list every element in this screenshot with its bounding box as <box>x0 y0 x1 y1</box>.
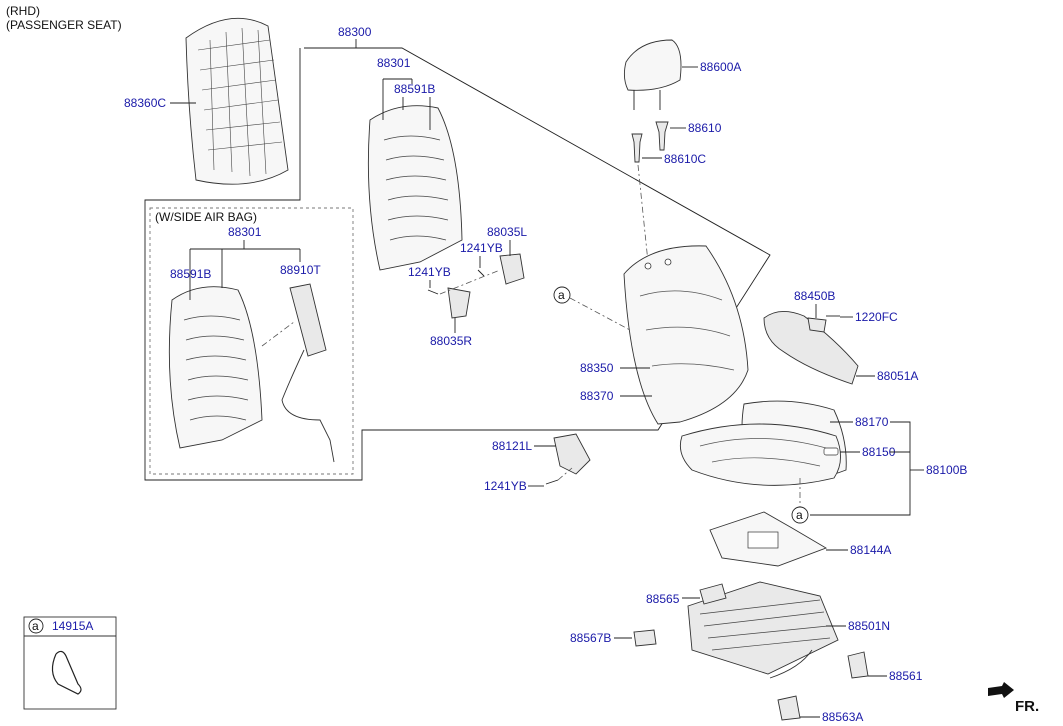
label-88567b[interactable]: 88567B <box>570 631 611 645</box>
clip-88450b <box>807 317 827 333</box>
callout-legend-box <box>23 616 117 710</box>
airbag-box-title: (W/SIDE AIR BAG) <box>155 210 257 224</box>
track-cover-88561 <box>847 651 869 679</box>
label-88035r[interactable]: 88035R <box>430 334 472 348</box>
label-88301-top[interactable]: 88301 <box>377 56 411 70</box>
label-88350[interactable]: 88350 <box>580 361 614 375</box>
label-88561[interactable]: 88561 <box>889 669 923 683</box>
label-88450b[interactable]: 88450B <box>794 289 835 303</box>
cushion-pad-88144a <box>709 511 828 567</box>
assembly-line-airbag <box>261 321 295 347</box>
bracket-88100b <box>810 421 911 516</box>
bolt-1241yb-a <box>477 269 485 277</box>
headrest-guide-88610c <box>631 133 643 163</box>
label-1220fc[interactable]: 1220FC <box>855 310 898 324</box>
track-cover-88567b <box>633 629 657 647</box>
header-rhd: (RHD) <box>6 4 40 18</box>
trim-cover-88121l <box>553 433 591 475</box>
seatback-cover-88350 <box>623 245 749 425</box>
label-88300[interactable]: 88300 <box>338 25 372 39</box>
label-88563a[interactable]: 88563A <box>822 710 863 724</box>
seatback-frame-88301 <box>367 105 463 271</box>
seatback-frame-88301-airbag <box>168 286 263 449</box>
label-88170[interactable]: 88170 <box>855 415 889 429</box>
label-88591b-top[interactable]: 88591B <box>394 82 435 96</box>
front-direction-label: FR. <box>1015 698 1039 715</box>
label-88565[interactable]: 88565 <box>646 592 680 606</box>
label-88035l[interactable]: 88035L <box>487 225 527 239</box>
label-88100b[interactable]: 88100B <box>926 463 967 477</box>
seat-cushion-pad-88150 <box>679 423 841 486</box>
label-88144a[interactable]: 88144A <box>850 543 891 557</box>
front-direction-arrow-icon <box>988 682 1014 698</box>
callout-a-leader-upper <box>569 297 631 331</box>
label-88051a[interactable]: 88051A <box>877 369 918 383</box>
label-88301-box[interactable]: 88301 <box>228 225 262 239</box>
track-cover-88565 <box>699 583 727 605</box>
label-1241yb-a[interactable]: 1241YB <box>460 241 503 255</box>
track-cover-88563a <box>777 695 801 721</box>
label-88121l[interactable]: 88121L <box>492 439 532 453</box>
seatback-panel-88360c <box>185 17 289 185</box>
airbag-option-box <box>149 207 354 475</box>
seat-track-88501n <box>687 581 839 679</box>
label-88600a[interactable]: 88600A <box>700 60 741 74</box>
label-1241yb-c[interactable]: 1241YB <box>484 479 527 493</box>
side-airbag-module-88910t <box>281 283 335 463</box>
legend-part-14915a[interactable]: 14915A <box>52 619 93 633</box>
assembly-line-headrest <box>637 164 649 263</box>
bolt-1241yb-b <box>427 289 439 295</box>
label-88610c[interactable]: 88610C <box>664 152 706 166</box>
label-88610[interactable]: 88610 <box>688 121 722 135</box>
bracket-88035r <box>447 287 471 319</box>
callout-a-letter-lower: a <box>796 508 803 522</box>
label-88150[interactable]: 88150 <box>862 445 896 459</box>
headrest-88600a <box>623 39 682 110</box>
screw-1241yb-c <box>545 479 559 485</box>
label-88591b-box[interactable]: 88591B <box>170 267 211 281</box>
group-88300-outline <box>144 47 771 481</box>
headrest-guide-88610 <box>655 121 669 151</box>
label-88370[interactable]: 88370 <box>580 389 614 403</box>
side-cover-88051a <box>763 311 859 385</box>
label-1241yb-b[interactable]: 1241YB <box>408 265 451 279</box>
assembly-line-88121l <box>557 467 573 481</box>
label-88910t[interactable]: 88910T <box>280 263 321 277</box>
callout-a-marker-upper[interactable] <box>553 286 571 304</box>
callout-a-letter-upper: a <box>558 288 565 302</box>
legend-callout-letter: a <box>32 619 39 633</box>
header-passenger-seat: (PASSENGER SEAT) <box>6 18 122 32</box>
label-88501n[interactable]: 88501N <box>848 619 890 633</box>
assembly-line-brackets <box>439 269 501 295</box>
label-88360c[interactable]: 88360C <box>124 96 166 110</box>
bracket-88035l <box>499 253 525 285</box>
